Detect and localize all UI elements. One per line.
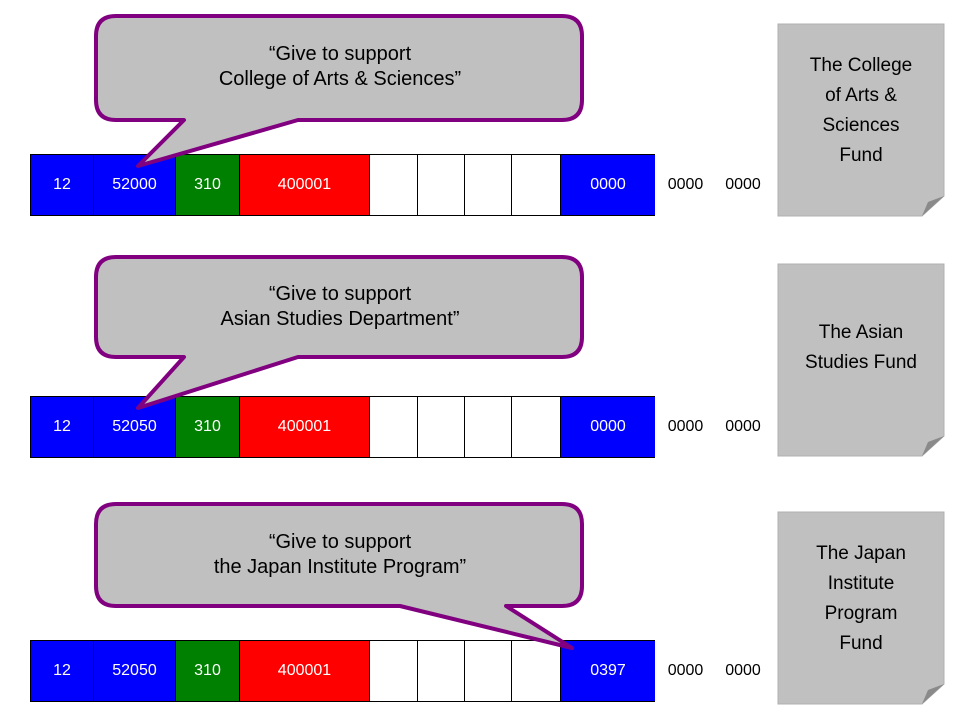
field-cell bbox=[417, 640, 465, 702]
field-cell: 0397 bbox=[560, 640, 656, 702]
account-row-1: 12 52000 310 400001 0000 0000 0000 bbox=[30, 154, 771, 216]
field-cell: 310 bbox=[175, 396, 240, 458]
field-cell: 0000 bbox=[560, 396, 656, 458]
note-line: Fund bbox=[839, 633, 883, 654]
field-cell: 0000 bbox=[715, 396, 771, 458]
field-cell: 52000 bbox=[93, 154, 176, 216]
field-cell: 400001 bbox=[239, 640, 370, 702]
field-cell: 52050 bbox=[93, 396, 176, 458]
field-cell: 12 bbox=[30, 640, 94, 702]
field-cell: 310 bbox=[175, 154, 240, 216]
callout-line: the Japan Institute Program” bbox=[213, 556, 467, 578]
field-cell: 310 bbox=[175, 640, 240, 702]
field-cell: 0000 bbox=[655, 396, 716, 458]
note-line: The Japan bbox=[816, 543, 906, 564]
fund-note-text-3: The Japan Institute Program Fund bbox=[778, 539, 944, 659]
callout-text-1: “Give to support College of Arts & Scien… bbox=[96, 42, 584, 92]
field-cell bbox=[369, 396, 418, 458]
field-cell bbox=[417, 154, 465, 216]
field-cell: 400001 bbox=[239, 154, 370, 216]
note-line: Studies Fund bbox=[805, 352, 917, 373]
note-line: Program bbox=[824, 603, 898, 624]
field-cell bbox=[511, 154, 561, 216]
speech-bubble-2 bbox=[94, 255, 584, 410]
note-line: of Arts & bbox=[825, 85, 897, 106]
callout-text-2: “Give to support Asian Studies Departmen… bbox=[96, 282, 584, 332]
field-cell bbox=[511, 396, 561, 458]
note-line: Fund bbox=[839, 145, 883, 166]
note-line: The Asian bbox=[818, 322, 904, 343]
field-cell bbox=[369, 640, 418, 702]
field-cell: 0000 bbox=[715, 154, 771, 216]
field-cell: 52050 bbox=[93, 640, 176, 702]
field-cell: 400001 bbox=[239, 396, 370, 458]
callout-line: Asian Studies Department” bbox=[220, 308, 460, 330]
field-cell: 0000 bbox=[655, 640, 716, 702]
note-line: Sciences bbox=[822, 115, 900, 136]
callout-line: “Give to support bbox=[268, 283, 412, 305]
fund-note-text-2: The Asian Studies Fund bbox=[778, 318, 944, 378]
callout-line: “Give to support bbox=[268, 531, 412, 553]
field-cell bbox=[464, 640, 512, 702]
field-cell bbox=[511, 640, 561, 702]
field-cell bbox=[369, 154, 418, 216]
note-line: Institute bbox=[827, 573, 895, 594]
note-line: The College bbox=[809, 55, 913, 76]
callout-line: “Give to support bbox=[268, 43, 412, 65]
field-cell: 12 bbox=[30, 154, 94, 216]
field-cell: 0000 bbox=[715, 640, 771, 702]
field-cell: 0000 bbox=[560, 154, 656, 216]
field-cell bbox=[464, 396, 512, 458]
field-cell bbox=[464, 154, 512, 216]
account-row-2: 12 52050 310 400001 0000 0000 0000 bbox=[30, 396, 771, 458]
callout-line: College of Arts & Sciences” bbox=[218, 68, 462, 90]
callout-text-3: “Give to support the Japan Institute Pro… bbox=[96, 530, 584, 580]
field-cell: 12 bbox=[30, 396, 94, 458]
fund-note-text-1: The College of Arts & Sciences Fund bbox=[778, 51, 944, 171]
field-cell bbox=[417, 396, 465, 458]
field-cell: 0000 bbox=[655, 154, 716, 216]
account-row-3: 12 52050 310 400001 0397 0000 0000 bbox=[30, 640, 771, 702]
